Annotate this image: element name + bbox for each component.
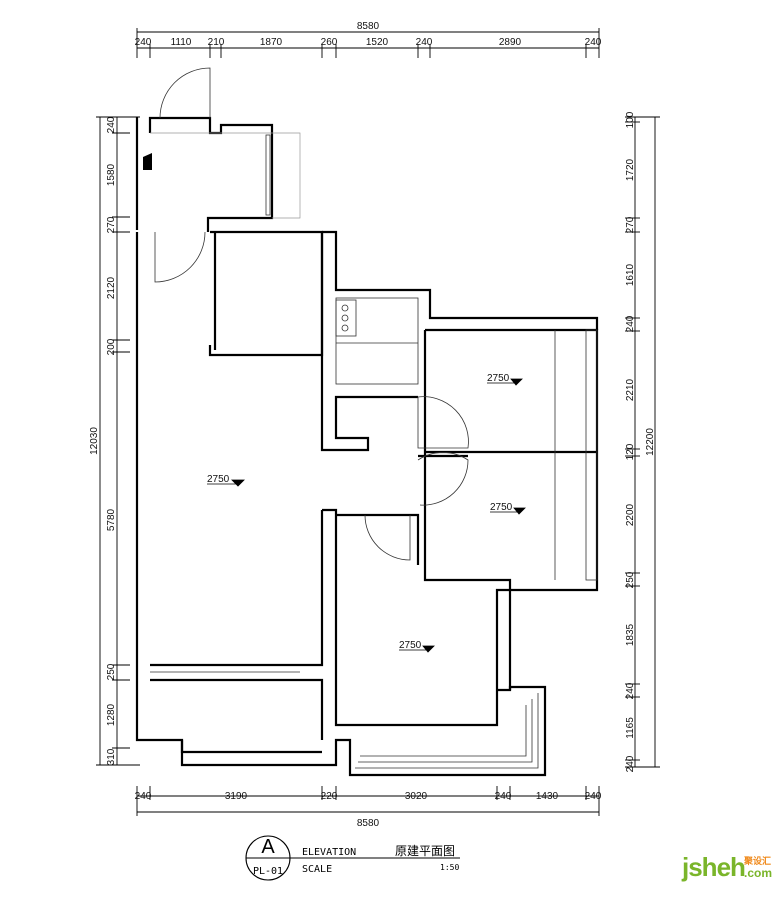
left-dimensions: 240 1580 270 2120 200 5780 250 1280 310 … [89,116,140,766]
logo-brand: jsheh [682,852,746,882]
level-bedroom-2: 2750 [490,502,513,513]
drawing-title: 原建平面图 [395,844,455,858]
dim-left: 200 [106,338,117,355]
dim-top: 260 [321,37,338,48]
level-living: 2750 [207,474,230,485]
dim-right: 100 [625,111,636,128]
dim-right: 1835 [625,623,636,646]
dim-left: 270 [106,216,117,233]
dim-top: 240 [135,37,152,48]
title-symbol-letter: A [261,836,275,858]
dim-right: 1610 [625,263,636,286]
level-markers: 2750 2750 2750 2750 [207,373,526,653]
dim-top: 240 [585,37,602,48]
dim-right: 270 [625,216,636,233]
dim-top: 2890 [499,37,522,48]
title-block: A PL-01 ELEVATION 原建平面图 SCALE 1:50 [245,835,460,881]
logo-chinese: 聚设汇 [744,856,772,866]
walls [135,67,599,777]
top-dimensions: 8580 240 1110 210 1870 260 1520 240 2890… [135,21,602,58]
level-bedroom-3: 2750 [399,640,422,651]
dim-top: 210 [208,37,225,48]
dim-bottom: 240 [585,791,602,802]
dim-left: 1580 [106,163,117,186]
dim-right: 1165 [625,717,636,739]
dim-right: 240 [625,682,636,699]
dim-right: 240 [625,755,636,772]
logo-domain: .com [744,866,773,880]
dim-left: 2120 [106,276,117,299]
dim-left: 240 [106,116,117,133]
dim-bottom: 240 [135,791,152,802]
scale-value: 1:50 [440,863,459,872]
dim-bottom: 3020 [405,791,428,802]
dim-top: 1110 [171,37,192,48]
dim-right: 2210 [625,378,636,401]
dim-bottom-total: 8580 [357,818,380,829]
scale-label: SCALE [302,864,332,875]
dim-left: 310 [106,748,117,765]
dim-left-total: 12030 [89,427,100,455]
dim-top-total: 8580 [357,21,380,32]
watermark-logo: jsheh 聚设汇 .com [682,852,772,883]
dim-right-total: 12200 [645,428,656,456]
dim-bottom: 220 [321,791,338,802]
right-dimensions: 100 1720 270 1610 240 2210 120 2200 250 … [625,111,660,772]
dim-left: 250 [106,663,117,680]
dim-bottom: 1430 [536,791,559,802]
dim-right: 2200 [625,503,636,526]
dim-right: 250 [625,571,636,588]
dim-right: 240 [625,315,636,332]
dim-bottom: 3190 [225,791,248,802]
dim-top: 240 [416,37,433,48]
elevation-label: ELEVATION [302,847,356,858]
bottom-dimensions: 240 3190 220 3020 240 1430 240 8580 [135,786,602,829]
level-bedroom-1: 2750 [487,373,510,384]
dim-right: 1720 [625,158,636,181]
dim-left: 5780 [106,508,117,531]
dim-right: 120 [625,443,636,460]
sheet-number: PL-01 [253,866,283,877]
dim-top: 1870 [260,37,283,48]
dim-bottom: 240 [495,791,512,802]
dim-top: 1520 [366,37,389,48]
dim-left: 1280 [106,703,117,726]
